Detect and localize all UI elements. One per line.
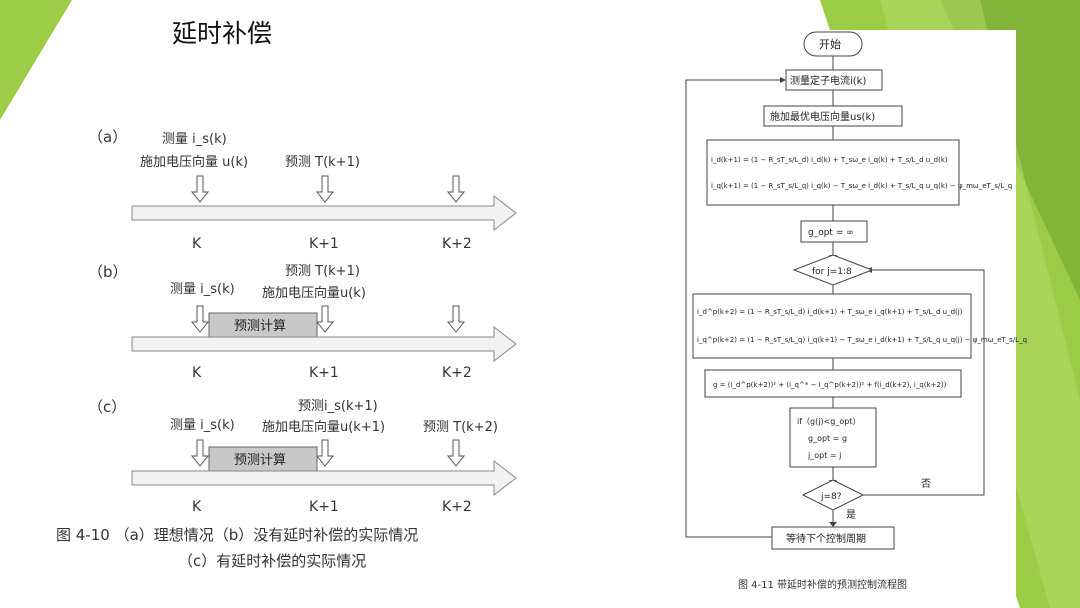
fc-wait-label: 等待下个控制周期 — [786, 532, 866, 545]
fc-equation-block-2 — [692, 293, 972, 359]
fc-cost-node — [704, 369, 962, 398]
row-c-compute-label: 预测计算 — [234, 453, 286, 468]
row-b-predict: 预测 T(k+1) — [285, 264, 360, 279]
row-c-tag: （c） — [88, 398, 126, 416]
row-b-compute-label: 预测计算 — [234, 319, 286, 334]
fc-if-line2: g_opt = g — [808, 434, 847, 443]
row-c-compute-box — [208, 446, 318, 472]
fc-loop-diamond — [792, 254, 874, 286]
row-b-tag: （b） — [88, 263, 128, 281]
fc-measure-label: 测量定子电流i(k) — [790, 74, 866, 87]
fc-measure-node — [785, 69, 883, 91]
row-c-apply: 施加电压向量u(k+1) — [262, 419, 385, 435]
row-b-down-arrows — [190, 305, 466, 333]
fc-eq2b: i_q^p(k+2) = (1 − R_sT_s/L_q) i_q(k+1) −… — [697, 336, 1027, 344]
row-c-tick-k: K — [192, 499, 202, 515]
fc-if-line1: if（g(j)<g_opt） — [797, 417, 860, 426]
fc-decision-diamond — [801, 479, 865, 511]
fc-wait-node — [771, 526, 895, 550]
fc-equation-block-1 — [706, 139, 960, 206]
row-c-tick-k1: K+1 — [309, 499, 339, 515]
fc-if-line3: j_opt = j — [807, 451, 841, 460]
timeline-diagram: （a） 测量 i_s(k) 施加电压向量 u(k) 预测 T(k+1) K K+… — [56, 128, 517, 570]
figure-caption-line2: （c）有延时补偿的实际情况 — [178, 552, 366, 570]
slide-title: 延时补偿 — [172, 19, 273, 48]
fc-decision-label: j=8? — [820, 492, 842, 502]
fc-apply-node — [763, 105, 903, 127]
fc-eq2a: i_d^p(k+2) = (1 − R_sT_s/L_d) i_d(k+1) +… — [697, 308, 963, 316]
row-c-predict: 预测i_s(k+1) — [298, 399, 378, 414]
row-b-timeline-arrow — [131, 325, 517, 363]
fc-apply-label: 施加最优电压向量us(k) — [770, 110, 875, 123]
row-a-down-arrows — [190, 175, 466, 203]
fc-loop-label: for j=1:8 — [812, 267, 852, 277]
fc-init-label: g_opt = ∞ — [808, 228, 854, 238]
row-a-tick-k2: K+2 — [442, 236, 472, 252]
row-a-tick-k1: K+1 — [309, 236, 339, 252]
row-c-tick-k2: K+2 — [442, 499, 472, 515]
fc-eq1a: i_d(k+1) = (1 − R_sT_s/L_d) i_d(k) + T_s… — [711, 156, 948, 164]
row-c-timeline-arrow — [131, 459, 517, 497]
row-b-apply: 施加电压向量u(k) — [262, 285, 366, 301]
row-b-tick-k: K — [192, 365, 202, 381]
row-b-compute-box — [208, 312, 318, 338]
row-a-tag: （a） — [88, 128, 127, 146]
row-a-predict: 预测 T(k+1) — [285, 155, 360, 170]
row-a-tick-k: K — [192, 236, 202, 252]
row-b-measure: 测量 i_s(k) — [170, 282, 235, 297]
fc-start-node — [803, 31, 863, 57]
fc-yes-label: 是 — [846, 509, 856, 521]
row-b-tick-k2: K+2 — [442, 365, 472, 381]
fc-if-node — [789, 407, 877, 468]
row-c-measure: 测量 i_s(k) — [170, 418, 235, 433]
fc-start-label: 开始 — [819, 37, 841, 51]
row-a-apply: 施加电压向量 u(k) — [140, 154, 248, 170]
row-c-down-arrows — [190, 439, 466, 467]
figure-caption-line1: 图 4-10 （a）理想情况（b）没有延时补偿的实际情况 — [56, 526, 418, 544]
row-c-predict2: 预测 T(k+2) — [423, 420, 498, 435]
fc-cost-label: g = (i_d^p(k+2))² + (i_q^* − i_q^p(k+2))… — [713, 381, 947, 389]
fc-caption: 图 4-11 带延时补偿的预测控制流程图 — [738, 578, 907, 591]
fc-eq1b: i_q(k+1) = (1 − R_sT_s/L_q) i_q(k) − T_s… — [711, 182, 1012, 190]
row-b-tick-k1: K+1 — [309, 365, 339, 381]
row-a-measure: 测量 i_s(k) — [162, 132, 227, 147]
row-a-timeline-arrow — [131, 194, 517, 232]
fc-init-node — [800, 220, 868, 243]
fc-no-label: 否 — [921, 478, 931, 490]
decor-left-green — [0, 0, 72, 120]
